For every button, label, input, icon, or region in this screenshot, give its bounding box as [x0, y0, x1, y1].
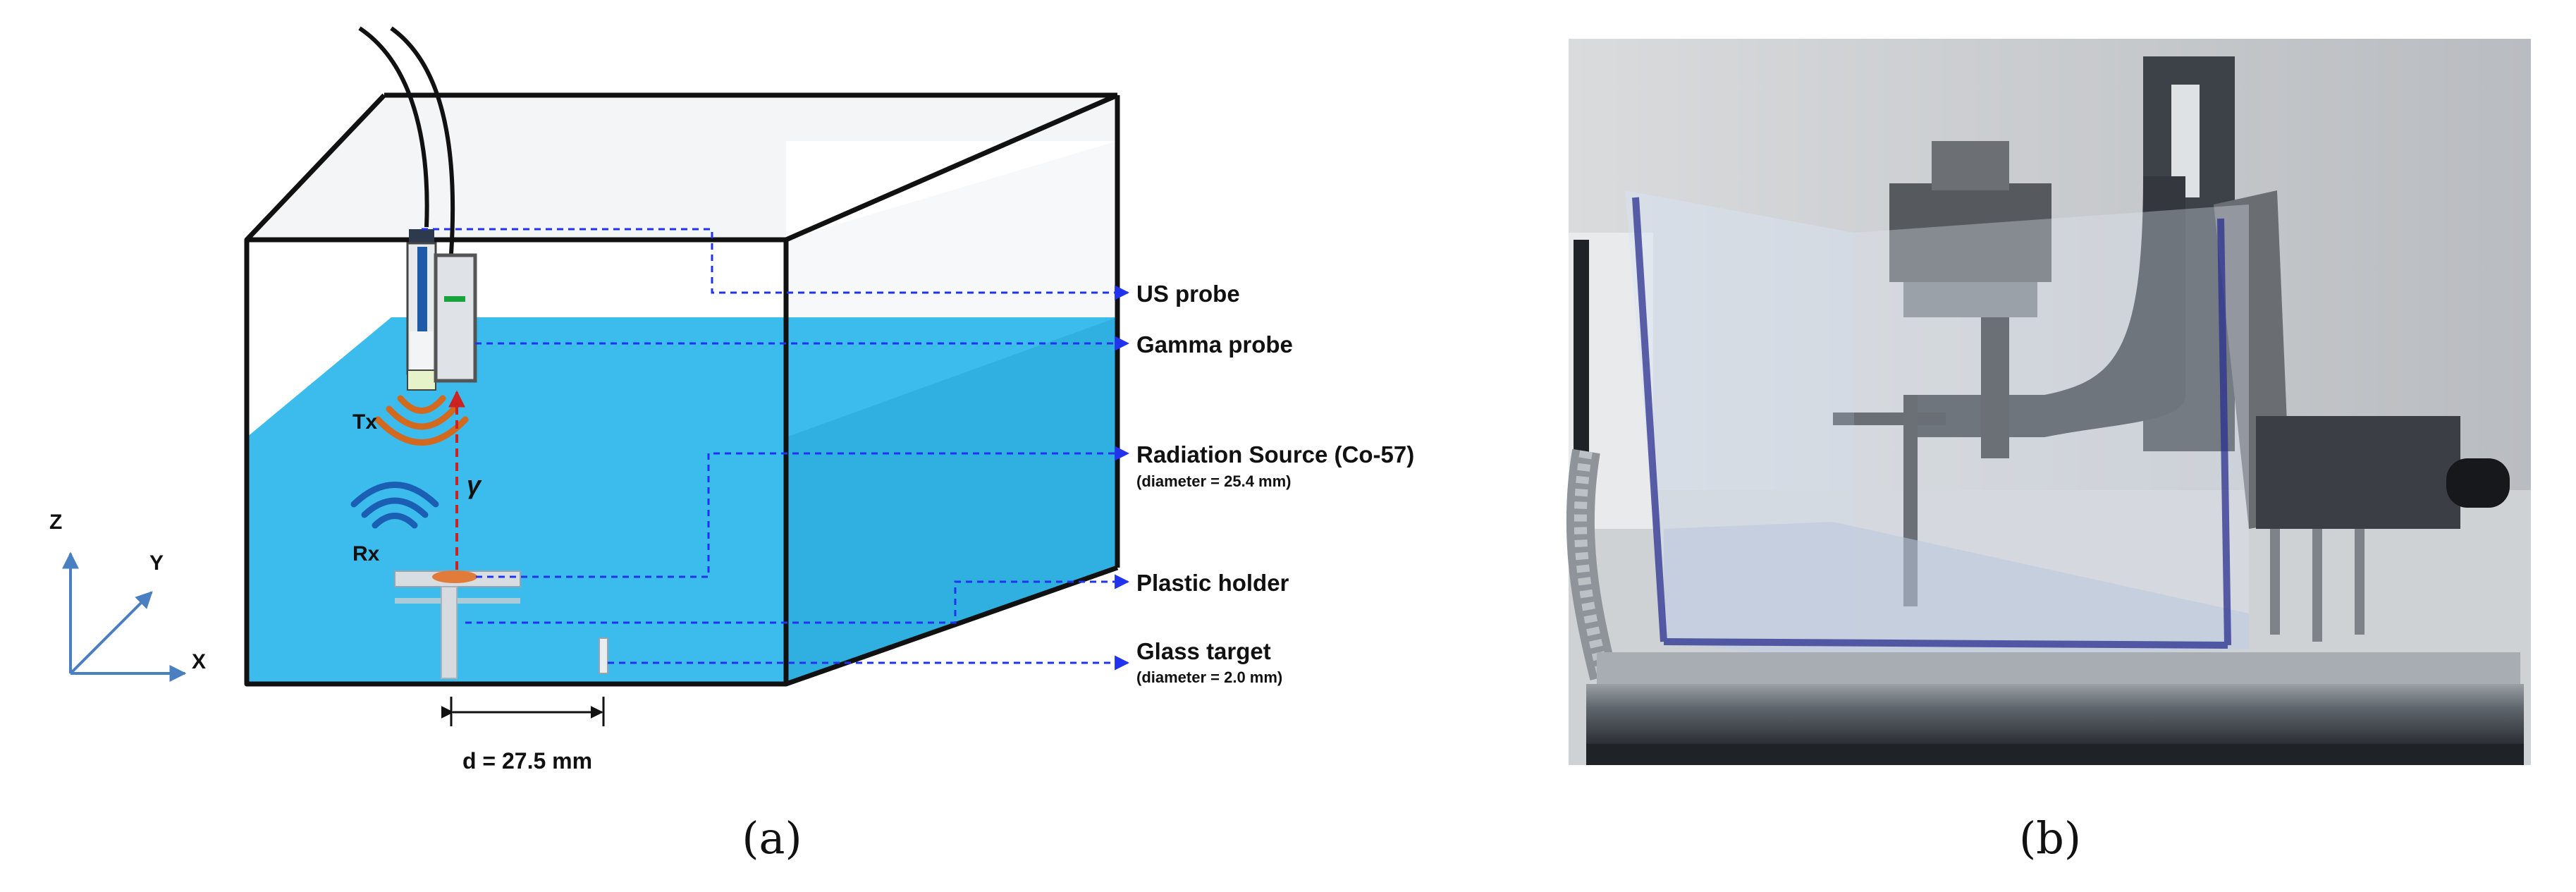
rx-signal-waves	[350, 482, 439, 529]
tank	[244, 92, 1120, 687]
label-glass-target-note: (diameter = 2.0 mm)	[1136, 668, 1282, 686]
distance-label: d = 27.5 mm	[462, 748, 592, 774]
distance-dimension	[441, 697, 605, 726]
label-us-probe: US probe	[1136, 281, 1240, 307]
coordinate-axes	[62, 551, 187, 682]
axis-x-label: X	[192, 650, 206, 673]
rx-label: Rx	[352, 542, 380, 566]
probe-cable	[390, 26, 455, 255]
caption-a: (a)	[742, 812, 802, 864]
probe-cable	[358, 26, 429, 228]
us-probe	[406, 229, 437, 391]
label-gamma-probe: Gamma probe	[1136, 331, 1293, 358]
tx-signal-waves	[374, 395, 469, 446]
axis-y-label: Y	[149, 551, 164, 575]
gamma-probe	[434, 253, 477, 383]
label-plastic-holder: Plastic holder	[1136, 570, 1289, 596]
label-glass-target: Glass target	[1136, 638, 1271, 664]
plastic-holder	[394, 570, 521, 679]
leader-lines	[422, 228, 1130, 671]
caption-b: (b)	[2019, 812, 2081, 864]
glass-target	[599, 637, 608, 674]
panel-b-photo: (b)	[1566, 39, 2531, 864]
radiation-source	[432, 570, 477, 583]
panel-a-diagram: Tx γ Rx d = 27.5 mm	[49, 26, 1414, 864]
label-radiation-source-note: (diameter = 25.4 mm)	[1136, 472, 1291, 490]
tx-label: Tx	[352, 410, 377, 434]
gamma-symbol: γ	[467, 470, 482, 499]
axis-z-label: Z	[49, 511, 62, 534]
label-radiation-source: Radiation Source (Co-57)	[1136, 441, 1414, 468]
